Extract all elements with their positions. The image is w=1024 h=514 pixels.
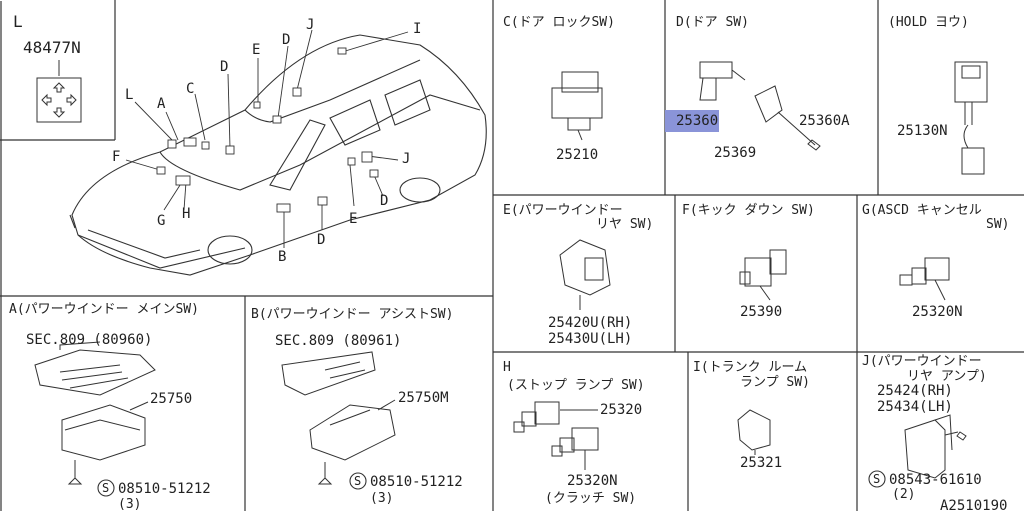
cell-j-title-1: J(パワーウインドー bbox=[862, 354, 982, 369]
cell-a-screw[interactable]: 08510-51212 bbox=[118, 481, 211, 497]
callout-d[interactable]: D bbox=[220, 59, 229, 75]
screw-symbol: S bbox=[354, 474, 362, 488]
cell-hold-title: (HOLD ヨウ) bbox=[888, 15, 969, 30]
cell-c-title: C(ドア ロックSW) bbox=[503, 15, 615, 30]
cell-g-title-1: G(ASCD キャンセル bbox=[862, 203, 982, 218]
cell-d-part3[interactable]: 25369 bbox=[714, 145, 757, 161]
cell-b-qty: (3) bbox=[370, 491, 394, 506]
callout-d[interactable]: D bbox=[317, 232, 326, 248]
cell-c-part[interactable]: 25210 bbox=[556, 147, 599, 163]
callout-e[interactable]: E bbox=[349, 211, 358, 227]
cell-e-title-2: リヤ SW) bbox=[596, 217, 654, 232]
cell-g-part[interactable]: 25320N bbox=[912, 304, 963, 320]
cell-g-title-2: SW) bbox=[986, 217, 1010, 232]
cell-j-part-lh[interactable]: 25434(LH) bbox=[877, 399, 953, 415]
cell-d-title: D(ドア SW) bbox=[676, 15, 749, 30]
cell-e-part-lh[interactable]: 25430U(LH) bbox=[548, 331, 633, 347]
cell-a-qty: (3) bbox=[118, 497, 142, 512]
callout-j[interactable]: J bbox=[402, 151, 411, 167]
cell-f-part[interactable]: 25390 bbox=[740, 304, 783, 320]
callout-h[interactable]: H bbox=[182, 206, 191, 222]
cell-b-sec[interactable]: SEC.809 (80961) bbox=[275, 333, 402, 349]
cell-j-qty: (2) bbox=[892, 487, 916, 502]
cell-j-part-rh[interactable]: 25424(RH) bbox=[877, 383, 953, 399]
cell-d-part2[interactable]: 25360A bbox=[799, 113, 850, 129]
cell-h-note: (クラッチ SW) bbox=[545, 491, 637, 506]
cell-h-part1[interactable]: 25320 bbox=[600, 402, 643, 418]
callout-d[interactable]: D bbox=[282, 32, 291, 48]
screw-symbol: S bbox=[873, 472, 881, 486]
cell-h-part2[interactable]: 25320N bbox=[567, 473, 618, 489]
screw-symbol: S bbox=[102, 481, 110, 495]
cell-a-part[interactable]: 25750 bbox=[150, 391, 193, 407]
cell-b-screw[interactable]: 08510-51212 bbox=[370, 474, 463, 490]
cell-l-letter: L bbox=[13, 12, 23, 31]
callout-b[interactable]: B bbox=[278, 249, 287, 265]
callout-g[interactable]: G bbox=[157, 213, 166, 229]
callout-d[interactable]: D bbox=[380, 193, 389, 209]
cell-h-letter: H bbox=[503, 360, 511, 375]
cell-b-part[interactable]: 25750M bbox=[398, 390, 449, 406]
cell-i-part[interactable]: 25321 bbox=[740, 455, 783, 471]
callout-l[interactable]: L bbox=[125, 87, 134, 103]
cell-a-title: A(パワーウインドー メインSW) bbox=[9, 302, 199, 317]
cell-e-part-rh[interactable]: 25420U(RH) bbox=[548, 315, 633, 331]
callout-a[interactable]: A bbox=[157, 96, 166, 112]
diagram-code: A2510190 bbox=[940, 498, 1008, 514]
arrow-switch-icon bbox=[36, 60, 82, 123]
callout-i[interactable]: I bbox=[413, 21, 422, 37]
cell-hold-part[interactable]: 25130N bbox=[897, 123, 948, 139]
cell-h-title: (ストップ ランプ SW) bbox=[507, 378, 645, 393]
callout-f[interactable]: F bbox=[112, 149, 121, 165]
cell-e-title-1: E(パワーウインドー bbox=[503, 203, 623, 218]
cell-d-part-highlight[interactable]: 25360 bbox=[676, 113, 719, 129]
callout-e[interactable]: E bbox=[252, 42, 261, 58]
cell-l-part[interactable]: 48477N bbox=[23, 38, 81, 57]
cell-a-sec[interactable]: SEC.809 (80960) bbox=[26, 332, 153, 348]
cell-i-title-2: ランプ SW) bbox=[740, 375, 810, 390]
cell-j-screw[interactable]: 08543-61610 bbox=[889, 472, 982, 488]
callout-c[interactable]: C bbox=[186, 81, 195, 97]
cell-b-title: B(パワーウインドー アシストSW) bbox=[251, 307, 454, 322]
cell-f-title: F(キック ダウン SW) bbox=[682, 203, 815, 218]
cell-j-title-2: リヤ アンプ) bbox=[907, 369, 987, 384]
cell-i-title-1: I(トランク ルーム bbox=[693, 360, 808, 375]
highlight-box bbox=[665, 110, 719, 132]
callout-j[interactable]: J bbox=[306, 17, 315, 33]
car-outline bbox=[69, 34, 487, 276]
